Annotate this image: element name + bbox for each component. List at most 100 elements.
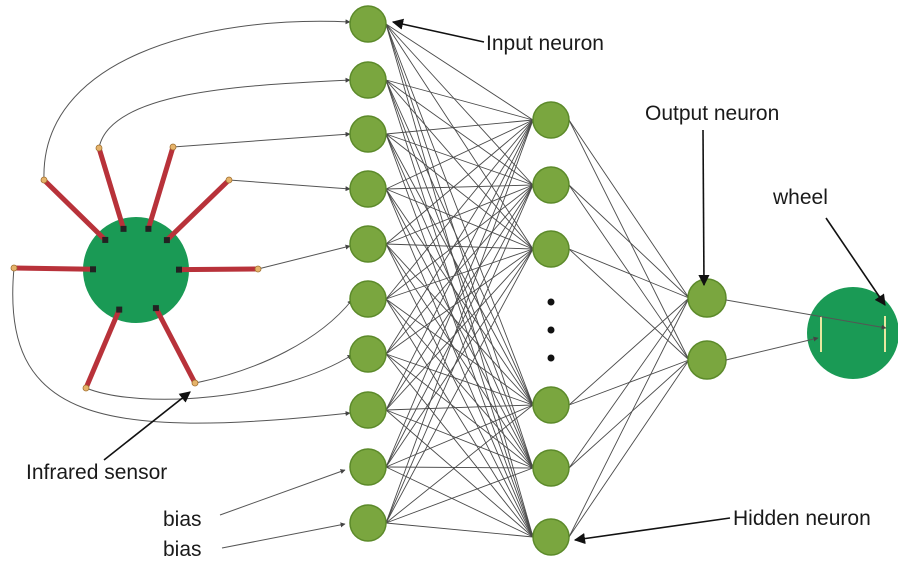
input-hidden-connection [385, 298, 534, 406]
infrared-sensor-arm [13, 265, 94, 272]
input-neuron-pointer [391, 18, 485, 43]
sensor-mount [145, 225, 152, 232]
input-hidden-connection [385, 119, 534, 524]
hidden-output-connection [568, 119, 690, 299]
input-hidden-connection [385, 248, 534, 355]
sensor-wire [43, 19, 351, 181]
hidden-ellipsis [547, 298, 555, 362]
hidden-output-connection [568, 359, 690, 538]
hidden-neuron [532, 230, 570, 268]
input-neuron [349, 225, 387, 263]
input-hidden-connection [385, 79, 534, 121]
connection-lines [385, 23, 690, 538]
input-hidden-connection [385, 23, 534, 469]
input-hidden-connection [385, 298, 534, 538]
infrared-sensor-arm [145, 146, 176, 230]
input-hidden-connection [385, 184, 534, 355]
robot-body [83, 217, 189, 323]
sensor-mount [90, 266, 97, 273]
input-hidden-connection [385, 119, 534, 411]
hidden-output-connection [568, 297, 690, 406]
infrared-sensor-tip [40, 176, 48, 184]
input-neurons [349, 5, 387, 542]
input-hidden-connection [385, 298, 534, 469]
input-hidden-connection [385, 188, 534, 538]
bias-label-2: bias [163, 538, 202, 561]
input-neuron [349, 5, 387, 43]
input-hidden-connection [385, 353, 534, 406]
input-neuron [349, 391, 387, 429]
infrared-sensor-label: Infrared sensor [26, 461, 167, 484]
input-hidden-connection [385, 404, 534, 524]
sensor-mount [120, 225, 127, 232]
output-neuron [687, 340, 727, 380]
infrared-sensor-arm [42, 178, 108, 242]
output-to-wheel-line-1 [725, 299, 887, 330]
hidden-output-connection [568, 297, 690, 538]
hidden-output-connection [568, 119, 690, 361]
input-hidden-connection [385, 119, 534, 468]
input-hidden-connection [385, 466, 534, 538]
input-hidden-connection [385, 119, 534, 245]
hidden-output-connection [568, 297, 690, 469]
input-neuron [349, 504, 387, 542]
input-hidden-connection [385, 23, 534, 250]
output-neuron [687, 278, 727, 318]
output-neuron-pointer [698, 129, 710, 287]
input-hidden-connection [385, 23, 534, 538]
hidden-neuron [532, 386, 570, 424]
sensor-wires [12, 19, 353, 424]
input-hidden-connection [385, 248, 534, 468]
infrared-sensor-arm [153, 306, 198, 385]
input-hidden-connection [385, 133, 534, 538]
output-neurons [687, 278, 727, 380]
input-hidden-connection [385, 243, 534, 406]
input-hidden-connection [385, 243, 534, 250]
input-hidden-connection [385, 119, 534, 300]
input-neuron [349, 61, 387, 99]
infrared-sensor-tip [82, 384, 90, 392]
sensor-mount [163, 237, 170, 244]
input-hidden-connection [385, 184, 534, 524]
input-hidden-connection [385, 184, 534, 468]
sensor-wire [98, 77, 351, 149]
input-hidden-connection [385, 243, 534, 538]
input-hidden-connection [385, 119, 534, 135]
input-neuron-label: Input neuron [486, 32, 604, 55]
sensor-wire [85, 354, 353, 400]
input-hidden-connection [385, 353, 534, 538]
input-neuron [349, 170, 387, 208]
infrared-sensor-arm [178, 266, 259, 273]
hidden-neuron [532, 166, 570, 204]
sensor-mount [175, 266, 182, 273]
hidden-neuron [532, 449, 570, 487]
sensor-mount [102, 236, 109, 243]
hidden-output-connection [568, 248, 690, 299]
output-to-wheel-line-2 [725, 336, 819, 361]
input-hidden-connection [385, 79, 534, 186]
sensor-wire [194, 299, 353, 384]
input-hidden-connection [385, 184, 534, 190]
sensor-wire [257, 244, 351, 270]
input-hidden-connection [385, 23, 534, 121]
infrared-sensor-tip [191, 379, 199, 387]
input-neuron [349, 335, 387, 373]
robot-circle [83, 217, 189, 323]
sensor-wire [172, 131, 351, 148]
bias-pointer-1 [219, 469, 346, 516]
infrared-sensor-arm [83, 308, 122, 389]
input-hidden-connection [385, 133, 534, 186]
infrared-sensor-pointer [103, 391, 191, 461]
wheel [807, 287, 898, 379]
wheel-pointer [825, 217, 886, 306]
input-hidden-connection [385, 188, 534, 250]
input-hidden-connection [385, 248, 534, 524]
input-hidden-connection [385, 79, 534, 250]
input-hidden-connection [385, 248, 534, 300]
wheel-circle [807, 287, 898, 379]
hidden-output-connection [568, 184, 690, 361]
hidden-neuron [532, 518, 570, 556]
input-hidden-connection [385, 188, 534, 469]
